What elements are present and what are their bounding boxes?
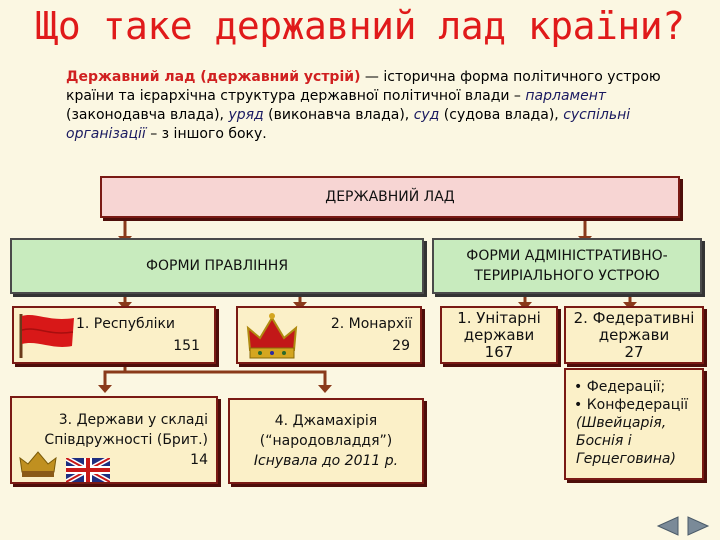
republics-count: 151 xyxy=(173,338,200,354)
root-box: ДЕРЖАВНИЙ ЛАД xyxy=(100,176,680,218)
crown-icon xyxy=(246,313,298,359)
territorial-forms-line2: ТЕРИРІАЛЬНОГО УСТРОЮ xyxy=(474,268,660,284)
union-jack-flag-icon xyxy=(66,458,110,482)
unitary-line1: 1. Унітарні xyxy=(457,308,541,327)
federal-types-box: • Федерації; • Конфедерації (Швейцарія, … xyxy=(564,368,704,480)
jamahiriya-line1: 4. Джамахірія xyxy=(274,413,378,429)
jamahiriya-line2: (“народовладдя”) xyxy=(259,433,393,449)
republics-label: 1. Республіки xyxy=(76,316,176,332)
federal-box: 2. Федеративні держави 27 xyxy=(564,306,704,364)
unitary-box: 1. Унітарні держави 167 xyxy=(440,306,558,364)
territorial-forms-line1: ФОРМИ АДМІНІСТРАТИВНО- xyxy=(466,248,668,264)
federal-count: 27 xyxy=(624,342,644,361)
confederation-examples-1: (Швейцарія, xyxy=(576,415,667,431)
parliament-term: парламент xyxy=(525,88,607,104)
government-term: уряд xyxy=(228,107,264,123)
jamahiriya-line3: Існувала до 2011 р. xyxy=(253,453,399,469)
red-flag-icon xyxy=(19,314,74,358)
unitary-count: 167 xyxy=(484,342,514,361)
root-label: ДЕРЖАВНИЙ ЛАД xyxy=(325,189,455,205)
commonwealth-count: 14 xyxy=(190,452,208,468)
small-crown-icon xyxy=(19,451,57,477)
page-title: Що таке державний лад країни? xyxy=(35,4,685,48)
back-arrow-icon[interactable] xyxy=(654,515,680,537)
jamahiriya-box: 4. Джамахірія (“народовладдя”) Існувала … xyxy=(228,398,424,484)
forward-arrow-icon[interactable] xyxy=(686,515,712,537)
forms-of-government-box: ФОРМИ ПРАВЛІННЯ xyxy=(10,238,424,294)
definition-term: Державний лад (державний устрій) xyxy=(66,69,361,85)
confederation-examples-3: Герцеговина) xyxy=(576,451,676,467)
commonwealth-line1: 3. Держави у складі xyxy=(58,412,208,428)
definition-text: Державний лад (державний устрій) — істор… xyxy=(66,69,661,142)
confederations-item: • Конфедерації xyxy=(574,397,689,413)
monarchies-count: 29 xyxy=(392,338,410,354)
federal-line1: 2. Федеративні xyxy=(573,308,695,327)
monarchies-label: 2. Монархії xyxy=(330,316,412,332)
confederation-examples-2: Боснія і xyxy=(576,433,632,449)
territorial-forms-box: ФОРМИ АДМІНІСТРАТИВНО- ТЕРИРІАЛЬНОГО УСТ… xyxy=(432,238,702,294)
commonwealth-box: 3. Держави у складі Співдружності (Брит.… xyxy=(10,396,218,484)
federal-line2: держави xyxy=(598,325,670,344)
forms-of-government-label: ФОРМИ ПРАВЛІННЯ xyxy=(145,258,289,274)
federations-item: • Федерації; xyxy=(574,379,666,395)
republics-box: 1. Республіки 151 xyxy=(12,306,216,364)
court-term: суд xyxy=(413,107,440,123)
unitary-line2: держави xyxy=(463,325,535,344)
organizations-term: суспільні організації xyxy=(66,107,631,142)
commonwealth-line2: Співдружності (Брит.) xyxy=(44,432,208,448)
monarchies-box: 2. Монархії 29 xyxy=(236,306,422,364)
